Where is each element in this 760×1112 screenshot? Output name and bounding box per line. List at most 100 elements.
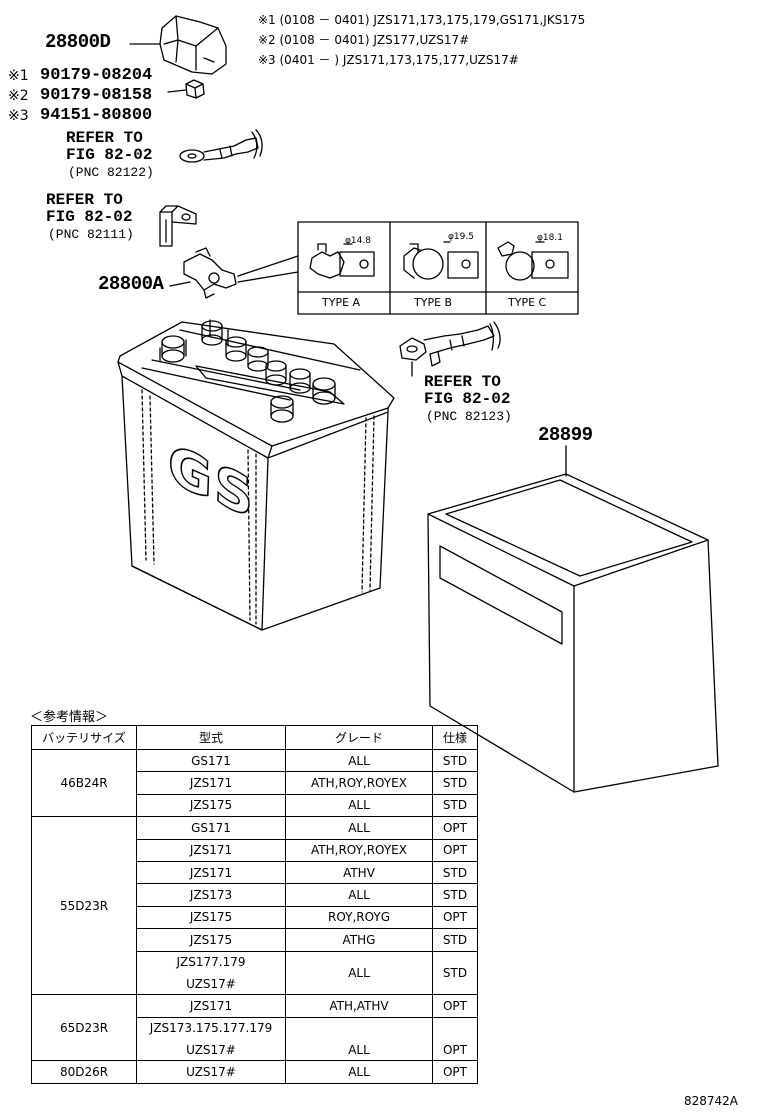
part-number-28899: 28899 — [538, 424, 593, 446]
ref-pnc: (PNC 82122) — [68, 165, 154, 180]
grade-cell: ATHV — [285, 860, 433, 885]
spec-cell: STD — [432, 883, 478, 907]
spec-cell: OPT — [432, 994, 478, 1018]
ref-line-1: REFER TO — [424, 373, 501, 391]
grade-cell: ALL — [285, 816, 433, 840]
spec-cell: OPT — [432, 838, 478, 862]
ref-line-2: FIG 82-02 — [424, 390, 511, 408]
model-cell: UZS17# — [136, 1060, 286, 1084]
spec-cell: OPT — [432, 1016, 478, 1062]
grade-cell: ATH,ROY,ROYEX — [285, 838, 433, 862]
applicability-note-2: ※2 (0108 － 0401) JZS177,UZS17# — [258, 33, 470, 47]
table-header-row: バッテリサイズ 型式 グレード 仕様 — [31, 725, 478, 750]
model-cell: JZS175 — [136, 928, 286, 952]
grade-cell: ATHG — [285, 928, 433, 952]
model-cell: GS171 — [136, 748, 286, 773]
table-title: ＜参考情報＞ — [30, 710, 109, 725]
ref-line-1: REFER TO — [66, 129, 143, 147]
battery-reference-table: バッテリサイズ 型式 グレード 仕様 46B24R GS171 ALL STD … — [31, 725, 478, 1084]
table-row: 55D23R GS171 ALL OPT — [31, 816, 478, 996]
model-cell: JZS173.175.177.179 — [136, 1016, 286, 1040]
subpart-mark-2: ※2 — [8, 88, 29, 104]
spec-cell: STD — [432, 928, 478, 952]
battery-size-cell: 55D23R — [31, 816, 137, 996]
bracket-82111-drawing — [159, 205, 197, 247]
subpart-mark-3: ※3 — [8, 108, 29, 124]
spec-cell: OPT — [432, 1060, 478, 1084]
table-row: JZS171 ATH,ROY,ROYEX OPT — [32, 838, 478, 862]
type-b-label: TYPE B — [414, 296, 453, 309]
subpart-number-2: 90179-08158 — [40, 86, 153, 105]
model-cell: JZS175 — [136, 905, 286, 930]
battery-drawing — [117, 319, 395, 631]
ref-line-2: FIG 82-02 — [66, 146, 153, 164]
grade-cell: ALL — [285, 793, 433, 818]
model-cell: JZS171 — [136, 860, 286, 885]
table-row: JZS173 ALL STD — [32, 883, 478, 907]
spec-cell: OPT — [432, 905, 478, 930]
ref-line-1: REFER TO — [46, 191, 123, 209]
part-number-28800a: 28800A — [98, 273, 164, 295]
spec-cell: STD — [432, 771, 478, 795]
figure-id: 828742A — [684, 1094, 739, 1108]
table-row: JZS171 ATHV STD — [32, 860, 478, 885]
ref-pnc: (PNC 82123) — [426, 409, 512, 424]
header-grade: グレード — [285, 725, 433, 750]
grade-cell: ALL — [285, 1060, 433, 1084]
grade-cell: ATH,ROY,ROYEX — [285, 771, 433, 795]
subpart-number-3: 94151-80800 — [40, 106, 153, 125]
applicability-note-1: ※1 (0108 － 0401) JZS171,173,175,179,GS17… — [258, 13, 586, 27]
model-cell: JZS177.179 — [136, 950, 286, 973]
part-number-28800d: 28800D — [45, 31, 111, 53]
model-cell: JZS173 — [136, 883, 286, 907]
header-battery-size: バッテリサイズ — [31, 725, 137, 750]
table-row: UZS17# — [32, 972, 478, 996]
ref-line-2: FIG 82-02 — [46, 208, 133, 226]
type-c-diameter: φ18.1 — [537, 233, 563, 243]
spec-cell: STD — [432, 748, 478, 773]
terminal-cover-28800d-drawing — [129, 15, 227, 75]
applicability-note-3: ※3 (0401 － ) JZS171,173,175,177,UZS17# — [258, 53, 519, 67]
header-model: 型式 — [136, 725, 286, 750]
model-cell: JZS171 — [136, 771, 286, 795]
grade-cell: ALL — [285, 1016, 433, 1062]
spec-cell: OPT — [432, 816, 478, 840]
grade-cell: ALL — [285, 883, 433, 907]
reference-82111: REFER TO FIG 82-02 (PNC 82111) — [46, 192, 134, 243]
reference-82123: REFER TO FIG 82-02 (PNC 82123) — [424, 374, 512, 425]
battery-cover-drawing — [427, 445, 719, 793]
type-a-diameter: φ14.8 — [345, 236, 371, 246]
model-cell-continued: UZS17# — [136, 1039, 286, 1062]
model-cell: GS171 — [136, 816, 286, 840]
model-cell: JZS171 — [136, 838, 286, 862]
model-cell-continued: UZS17# — [136, 972, 286, 996]
spec-cell: STD — [432, 860, 478, 885]
type-box — [297, 221, 579, 315]
battery-size-cell: 46B24R — [31, 748, 137, 818]
spec-cell: STD — [432, 950, 478, 996]
spec-cell: STD — [432, 793, 478, 818]
type-a-label: TYPE A — [322, 296, 361, 309]
reference-82122: REFER TO FIG 82-02 (PNC 82122) — [66, 130, 154, 181]
terminal-28800a-drawing — [169, 247, 299, 299]
table-row: 65D23R JZS171 ATH,ATHV OPT — [31, 994, 478, 1062]
subpart-mark-1: ※1 — [8, 68, 29, 84]
battery-size-cell: 65D23R — [31, 994, 137, 1062]
table-row: JZS175 ALL STD — [32, 793, 478, 818]
type-c-label: TYPE C — [508, 296, 547, 309]
header-spec: 仕様 — [432, 725, 478, 750]
table-row: 80D26R UZS17# ALL OPT — [31, 1060, 478, 1084]
table-row: JZS173.175.177.179 ALL OPT — [32, 1016, 478, 1062]
model-cell: JZS175 — [136, 793, 286, 818]
nut-drawing — [167, 79, 205, 99]
table-row: JZS175 ATHG STD — [32, 928, 478, 952]
grade-cell: ALL — [285, 748, 433, 773]
grade-cell: ALL — [285, 950, 433, 996]
battery-size-cell: 80D26R — [31, 1060, 137, 1084]
grade-cell: ATH,ATHV — [285, 994, 433, 1018]
grade-cell: ROY,ROYG — [285, 905, 433, 930]
cable-82122-drawing — [179, 129, 263, 163]
subpart-number-1: 90179-08204 — [40, 66, 153, 85]
model-cell: JZS171 — [136, 994, 286, 1018]
